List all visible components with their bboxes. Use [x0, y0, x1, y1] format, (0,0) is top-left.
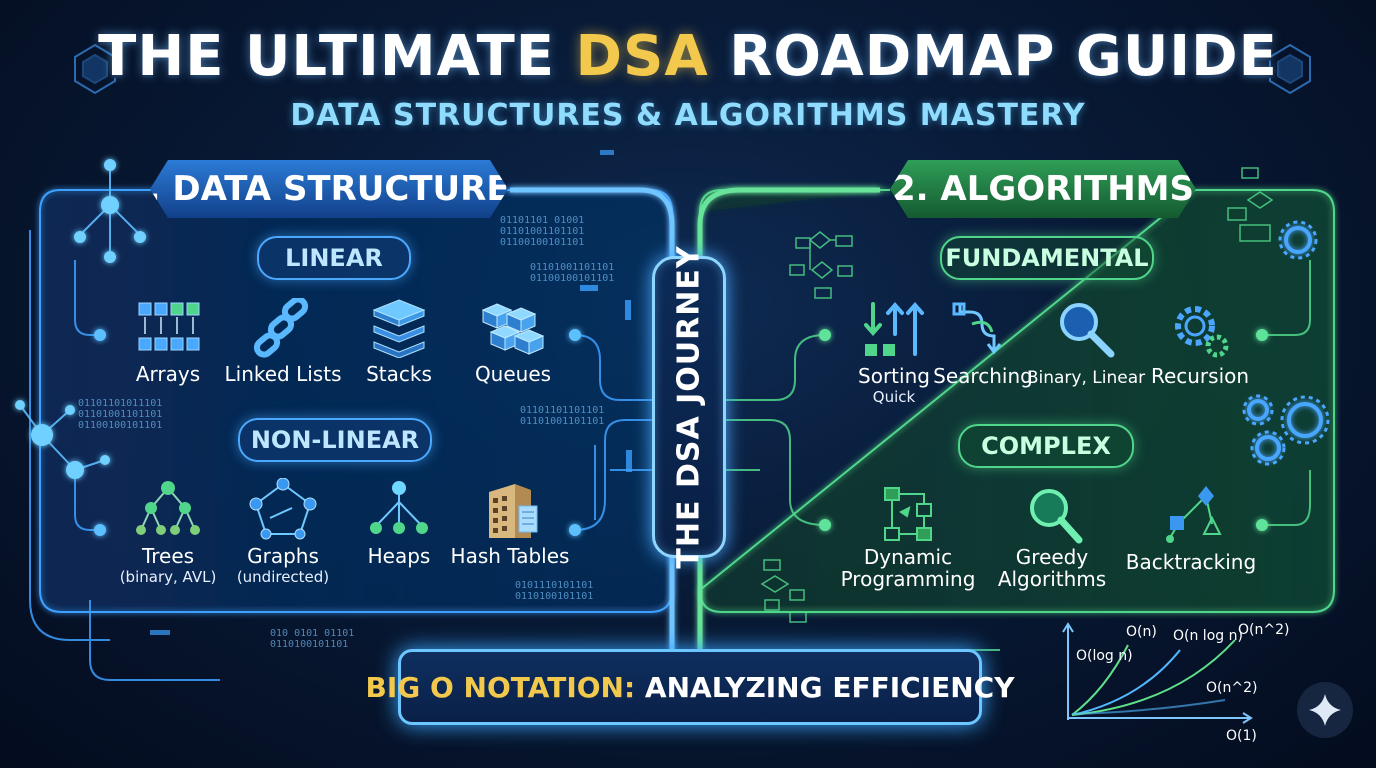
queues-item: Queues	[443, 298, 583, 386]
magnifier-icon	[1030, 489, 1083, 544]
stack-icon	[372, 299, 426, 358]
item-sublabel: (undirected)	[236, 568, 330, 586]
item-label: Hash Tables	[450, 544, 570, 568]
fundamental-pill: FUNDAMENTAL	[940, 236, 1154, 280]
algorithms-banner: 2. ALGORITHMS	[890, 160, 1196, 218]
backtrack-tree-icon	[1166, 486, 1222, 543]
graph-label-on: O(n)	[1126, 624, 1157, 640]
trees-item: Trees (binary, AVL)	[98, 478, 238, 586]
big-o-highlight: BIG O NOTATION:	[365, 670, 636, 704]
item-label: Greedy	[1015, 545, 1089, 569]
heaps-item: Heaps	[329, 478, 469, 568]
binary-text: 01101001101101 01100100101101	[530, 262, 615, 284]
graph-label-on2b: O(n^2)	[1206, 680, 1258, 696]
big-o-rest: ANALYZING EFFICIENCY	[644, 670, 1015, 704]
binary-linear-item: Binary, Linear	[1016, 298, 1156, 388]
tree-icon	[136, 481, 200, 535]
array-icon	[138, 302, 200, 351]
binary-text: 0101110101101 0110100101101	[515, 580, 594, 602]
recursion-item: Recursion	[1130, 298, 1270, 388]
item-label: Recursion	[1150, 364, 1250, 388]
item-label: Backtracking	[1125, 550, 1257, 574]
item-label: Trees	[141, 544, 195, 568]
non-linear-pill: NON-LINEAR	[238, 418, 432, 462]
complex-pill: COMPLEX	[958, 424, 1134, 468]
big-o-banner: BIG O NOTATION: ANALYZING EFFICIENCY	[366, 649, 1015, 725]
linear-pill: LINEAR	[257, 236, 411, 280]
hash-tables-item: Hash Tables	[440, 478, 580, 568]
item-label-line2: Programming	[840, 567, 976, 591]
item-label: Arrays	[135, 362, 201, 386]
data-structures-banner: 1. DATA STRUCTURES	[150, 160, 508, 218]
building-icon	[489, 484, 538, 538]
item-sublabel: (binary, AVL)	[119, 568, 217, 586]
backtracking-item: Backtracking	[1121, 484, 1261, 574]
gears-icon	[1175, 306, 1229, 358]
heap-icon	[370, 481, 428, 534]
graph-icon	[249, 478, 317, 540]
search-path-icon	[952, 302, 1002, 355]
item-label: Linked Lists	[224, 362, 342, 386]
page-title: THE ULTIMATE DSA ROADMAP GUIDE	[98, 24, 1278, 89]
title-highlight: DSA	[575, 24, 709, 89]
binary-text: 010 0101 01101 0110100101101	[270, 628, 355, 650]
binary-text: 01101101011101 01101001101101 0110010010…	[78, 398, 163, 431]
page-subtitle: DATA STRUCTURES & ALGORITHMS MASTERY	[290, 98, 1086, 133]
arrays-item: Arrays	[98, 298, 238, 386]
greedy-algorithms-item: Greedy Algorithms	[982, 484, 1122, 590]
item-label: Heaps	[367, 544, 431, 568]
graph-label-ologn: O(log n)	[1076, 648, 1133, 664]
graph-label-o1: O(1)	[1226, 728, 1257, 744]
stacks-item: Stacks	[329, 298, 469, 386]
item-label: Sorting	[858, 364, 930, 388]
journey-label: THE DSA JOURNEY	[671, 245, 707, 569]
graph-label-onlogn: O(n log n)	[1173, 628, 1243, 644]
graph-label-on2: O(n^2)	[1238, 622, 1290, 638]
item-label: Searching	[933, 364, 1033, 388]
sorting-item: Sorting Quick	[824, 298, 964, 406]
queue-cubes-icon	[481, 303, 545, 355]
binary-text: 01101101101101 01101001101101	[520, 405, 605, 427]
searching-item: Searching	[913, 298, 1053, 388]
item-label: Binary, Linear	[1026, 368, 1146, 388]
linked-lists-item: Linked Lists	[213, 298, 353, 386]
item-label: Dynamic	[863, 545, 953, 569]
graphs-item: Graphs (undirected)	[213, 478, 353, 586]
dynamic-programming-item: Dynamic Programming	[838, 484, 978, 590]
item-label: Graphs	[247, 544, 319, 568]
chain-link-icon	[253, 298, 309, 358]
item-label: Stacks	[366, 362, 432, 386]
flow-cycle-icon	[884, 487, 932, 541]
item-label-line2: Algorithms	[997, 567, 1107, 591]
dsa-journey-connector: THE DSA JOURNEY	[652, 245, 726, 569]
item-label: Queues	[474, 362, 552, 386]
binary-text: 01101101 01001 01101001101101 0110010010…	[500, 215, 585, 248]
magnifier-icon	[1060, 303, 1115, 358]
sort-arrows-icon	[864, 301, 924, 356]
complexity-graph	[1062, 622, 1253, 724]
item-sublabel: Quick	[872, 388, 916, 406]
